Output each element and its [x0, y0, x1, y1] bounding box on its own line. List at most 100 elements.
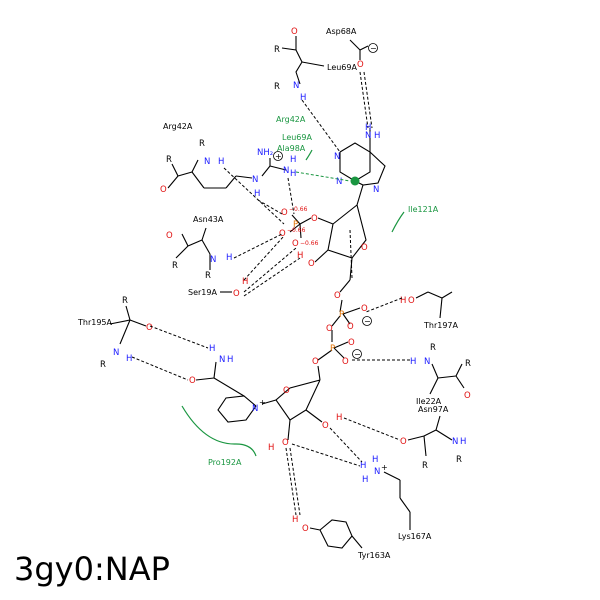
atom-op2: O: [279, 229, 286, 239]
atom-h-leu69: H: [300, 93, 306, 103]
pi-centroid: [350, 176, 360, 186]
atom-hg-ser19: H: [242, 277, 248, 287]
atom-o2n-ribose: O: [282, 438, 289, 448]
atom-he-arg42: H: [254, 189, 260, 199]
atom-h-asn43: H: [226, 253, 232, 263]
residue-thr195: Thr195A: [77, 318, 113, 327]
atom-h6: H: [374, 131, 380, 141]
atom-h7n: H: [209, 344, 215, 354]
atom-r-thr195n: R: [100, 360, 106, 370]
atom-o5n: O: [312, 357, 319, 367]
hbond-ile121-o2a: [349, 229, 353, 279]
charge-asp68: −: [368, 43, 378, 53]
hbond-thr197-o1a: [365, 297, 403, 313]
atom-p2: P: [293, 220, 298, 230]
atom-o-asn43: O: [166, 231, 173, 241]
atom-ho3: H: [297, 251, 303, 261]
atom-o-asn97: O: [400, 437, 407, 447]
atom-r-ile22n: R: [430, 343, 436, 353]
charge-op1: −0.66: [289, 206, 308, 213]
charge-op3: −0.66: [300, 240, 319, 247]
adenosine-ribose: [314, 204, 367, 293]
atom-pa: P: [339, 310, 344, 320]
hbond-ser19-ho3: [243, 257, 301, 297]
atom-r-asn43: R: [172, 261, 178, 271]
hbond-asn97-o3n: [343, 417, 401, 441]
atom-n1: N: [334, 152, 340, 162]
atom-hz2-lys167: H: [362, 475, 368, 485]
hbond-asn43-op2: [233, 233, 283, 259]
atom-hh22-arg42: H: [290, 169, 296, 179]
lys167-residue: [383, 471, 411, 530]
residue-ile22: Ile22A: [416, 397, 442, 406]
atom-o2a: O: [347, 322, 354, 332]
hydrophobic-label-arg42: Arg42A: [276, 115, 306, 124]
svg-text:+: +: [275, 152, 282, 161]
residue-thr197: Thr197A: [423, 321, 459, 330]
hydrophobic-label-ala98: Ala98A: [277, 144, 306, 153]
hbond-arg42-op1: [223, 167, 285, 225]
atom-h6b: H: [365, 123, 371, 133]
thr195-residue: [109, 305, 147, 345]
hydrophobic-label-ile121: Ile121A: [408, 205, 439, 214]
atom-r-arg42n: R: [199, 139, 205, 149]
atom-o-leu69: O: [291, 27, 298, 37]
atom-h3n: H: [336, 413, 342, 423]
atom-n6: N: [365, 131, 371, 141]
svg-text:−: −: [364, 317, 371, 326]
atom-o-ile22: O: [464, 391, 471, 401]
atom-o-asp68: O: [357, 60, 364, 70]
hbond-arg42-op2: [287, 177, 295, 215]
charge-arg42: +: [273, 151, 283, 161]
atom-o5a: O: [334, 291, 341, 301]
atom-r-leu69n: R: [274, 82, 280, 92]
atom-h7n2: H: [227, 355, 233, 365]
hbond-asp68-n6b: [363, 71, 373, 129]
atom-r-ile22: R: [465, 359, 471, 369]
ile22-residue: [429, 363, 465, 395]
atom-nz-lys167: N: [374, 467, 380, 477]
hbond-tyr163-o2nb: [289, 447, 301, 516]
tyr163-ring: [309, 519, 363, 549]
hydrophobic-arc-ala98: [305, 149, 313, 161]
nicotinamide-ribose: [261, 365, 323, 441]
atom-hh-tyr163: H: [292, 515, 298, 525]
atom-pn: P: [330, 344, 335, 354]
asn97-residue: [407, 415, 453, 457]
atom-nh1-arg42: NH₂: [257, 148, 273, 158]
hydrophobic-arc-pro192: [181, 405, 257, 457]
atom-og-ser19: O: [233, 289, 240, 299]
atom-r-leu69: R: [274, 45, 280, 55]
hbond-ser19-op3: [243, 247, 297, 293]
residue-lys167: Lys167A: [398, 532, 432, 541]
atom-o1n: O: [348, 338, 355, 348]
atom-o-arg42: O: [160, 185, 167, 195]
atom-o4: O: [361, 243, 368, 253]
atom-n1n: N: [252, 404, 258, 414]
charge-lys167: +: [381, 463, 388, 472]
charge-n1n: +: [259, 398, 266, 407]
pyrophosphate: [317, 299, 361, 361]
hbond-lys167-o2n: [291, 443, 361, 467]
residue-ser19: Ser19A: [188, 288, 217, 297]
pication-arg42: [295, 171, 351, 182]
hydrophobic-label-pro192: Pro192A: [208, 458, 242, 467]
atom-og-thr197: O: [408, 296, 415, 306]
hbond-thr195-n7n: [131, 356, 189, 381]
residue-asn97: Asn97A: [418, 405, 449, 414]
atom-h-arg42: H: [218, 157, 224, 167]
page-title: 3gy0:NAP: [14, 550, 170, 588]
atom-op3: O: [292, 239, 299, 249]
hbond-arg42-op1b: [257, 199, 283, 215]
atom-o2: O: [311, 214, 318, 224]
atom-h2n: H: [268, 443, 274, 453]
charge-op2: −0.66: [287, 227, 306, 234]
atom-n7n: N: [219, 355, 225, 365]
residue-arg42: Arg42A: [163, 122, 193, 131]
charge-pa: −: [362, 316, 372, 326]
atom-hh21-arg42: H: [290, 155, 296, 165]
atom-hg-thr197: H: [400, 296, 406, 306]
atom-r-asn97: R: [422, 461, 428, 471]
hydrophobic-label-leu69: Leu69A: [282, 133, 312, 142]
